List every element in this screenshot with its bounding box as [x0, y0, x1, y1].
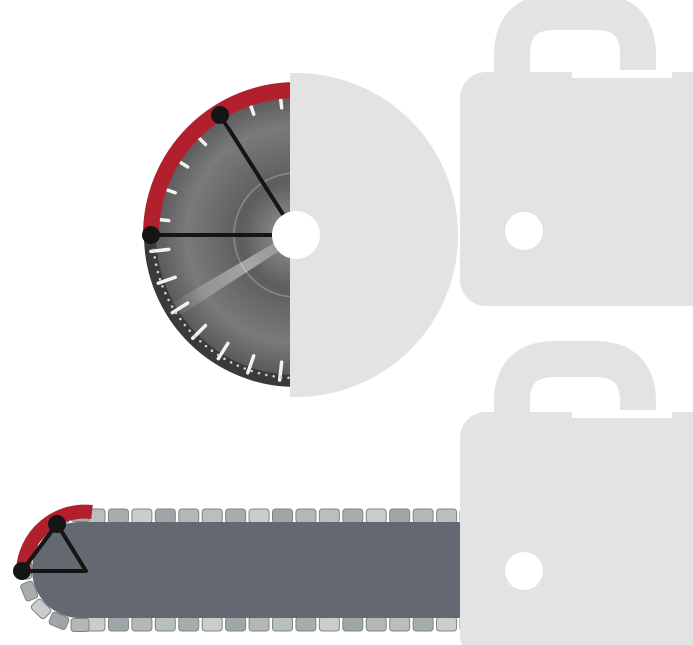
chain-link: [296, 509, 316, 523]
blade-diamond-dot: [184, 324, 187, 327]
blade-diamond-dot: [205, 345, 208, 348]
chain-link: [202, 617, 222, 631]
blade-diamond-dot: [287, 377, 290, 380]
chain-link: [343, 509, 363, 523]
chain-link: [132, 509, 152, 523]
chain-link: [413, 617, 433, 631]
lock-keyhole: [505, 552, 543, 590]
lock-body: [460, 412, 693, 645]
blade-diamond-dot: [258, 372, 261, 375]
chain-link: [179, 617, 199, 631]
blade-diamond-dot: [217, 354, 220, 357]
chain-link: [437, 617, 457, 631]
chain-link: [390, 509, 410, 523]
chain-link: [249, 617, 269, 631]
blade-diamond-dot: [164, 292, 167, 295]
blade-diamond-dot: [265, 374, 268, 377]
blade-diamond-dot: [272, 375, 275, 378]
chain-link: [202, 509, 222, 523]
blade-diamond-dot: [243, 367, 246, 370]
chain-link: [390, 617, 410, 631]
chain-link: [366, 617, 386, 631]
chain-link: [155, 509, 175, 523]
chain-link: [249, 509, 269, 523]
chain-link: [273, 509, 293, 523]
chain-link: [273, 617, 293, 631]
lock-keyhole: [505, 212, 543, 250]
chain-link: [179, 509, 199, 523]
blade-diamond-dot: [280, 376, 283, 379]
chain-link: [413, 509, 433, 523]
chain-link: [226, 617, 246, 631]
blade-diamond-dot: [171, 305, 174, 308]
blade-arbor-hole: [272, 211, 320, 259]
blade-diamond-dot: [179, 318, 182, 321]
chain-link: [71, 619, 89, 632]
chain-marker-dot: [48, 515, 66, 533]
chain-link: [132, 617, 152, 631]
blade-diamond-dot: [167, 299, 170, 302]
chain-link: [226, 509, 246, 523]
lock-body: [460, 72, 693, 306]
chain-link: [155, 617, 175, 631]
blade-diamond-dot: [188, 329, 191, 332]
blade-diamond-dot: [152, 249, 155, 252]
chain-link: [319, 617, 339, 631]
lock-icon: [460, 359, 693, 645]
blade-marker-dot: [211, 106, 229, 124]
lock-notch: [572, 410, 672, 418]
blade-diamond-dot: [199, 340, 202, 343]
guide-bar: [32, 522, 470, 618]
blade-diamond-dot: [211, 349, 214, 352]
blade-diamond-dot: [157, 271, 160, 274]
blade-diamond-dot: [223, 358, 226, 361]
chain-link: [296, 617, 316, 631]
chain-link: [108, 617, 128, 631]
chain-link: [108, 509, 128, 523]
blade-diamond-dot: [230, 361, 233, 364]
blade-diamond-dot: [194, 335, 197, 338]
blade-diamond-dot: [155, 263, 158, 266]
chain-marker-dot: [13, 562, 31, 580]
chain-link: [319, 509, 339, 523]
blade-diamond-dot: [161, 285, 164, 288]
chain-link: [366, 509, 386, 523]
blade-diamond-dot: [153, 256, 156, 259]
blade-diamond-dot: [175, 312, 178, 315]
blade-marker-dot: [142, 226, 160, 244]
blade-diamond-dot: [159, 278, 162, 281]
lock-notch: [572, 70, 672, 78]
blade-diamond-dot: [237, 364, 240, 367]
blade-diamond-dot: [251, 370, 254, 373]
chain-link: [437, 509, 457, 523]
lock-icon: [460, 12, 693, 306]
chain-link: [343, 617, 363, 631]
